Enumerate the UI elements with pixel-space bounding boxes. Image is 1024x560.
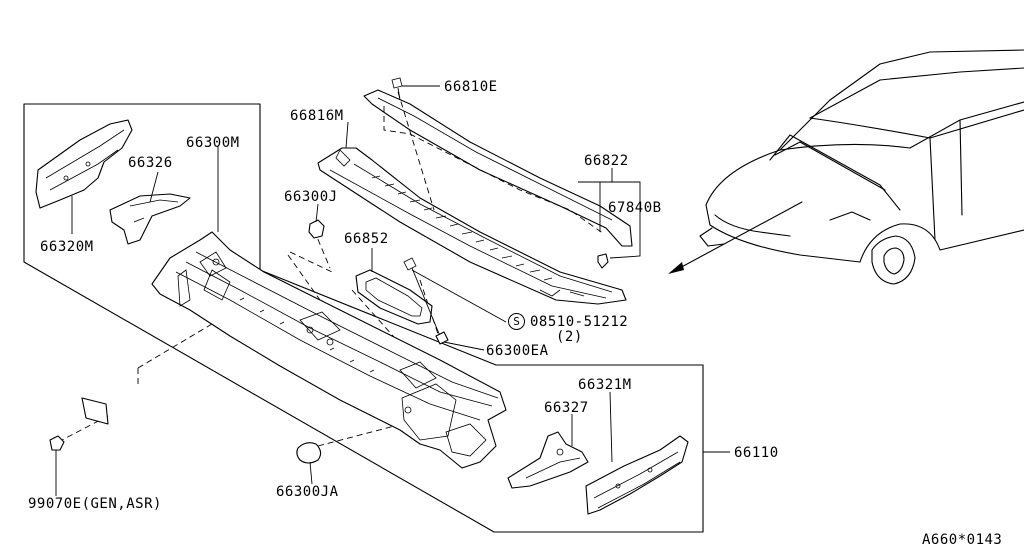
- label-66321M: 66321M: [578, 377, 632, 393]
- label-66326: 66326: [128, 155, 173, 171]
- label-66300EA: 66300EA: [486, 343, 549, 359]
- label-66822: 66822: [584, 153, 629, 169]
- location-arrow: [668, 201, 803, 274]
- leader-lines: [55, 85, 730, 496]
- label-qty-2: (2): [556, 329, 583, 345]
- side-bracket-66321M: [585, 435, 689, 515]
- bracket-66326: [109, 193, 191, 245]
- label-66300M: 66300M: [186, 135, 240, 151]
- label-66300J: 66300J: [284, 189, 338, 205]
- plug-66300JA: [296, 442, 322, 464]
- seal-66852: [355, 269, 433, 325]
- pad-99070E: [81, 397, 109, 425]
- label-66327: 66327: [544, 400, 589, 416]
- label-67840B: 67840B: [608, 200, 662, 216]
- screw-08510: [403, 257, 441, 337]
- label-66320M: 66320M: [40, 239, 94, 255]
- cowl-panel-66300M: [151, 231, 507, 469]
- label-66110: 66110: [734, 445, 779, 461]
- label-08510-51212: 08510-51212: [530, 314, 629, 330]
- nut-66300EA: [435, 331, 449, 345]
- clip-67840B: [597, 253, 609, 269]
- bracket-66327: [507, 431, 589, 489]
- car-illustration: [699, 49, 1024, 285]
- label-99070E: 99070E(GEN,ASR): [28, 496, 162, 512]
- clip-66300J: [308, 219, 325, 239]
- assembly-boundary: [23, 103, 704, 533]
- label-66300JA: 66300JA: [276, 484, 339, 500]
- side-bracket-66320M: [35, 119, 133, 209]
- diagram-code: A660*0143: [922, 532, 1003, 548]
- clip-99070E: [49, 435, 65, 451]
- label-66816M: 66816M: [290, 108, 344, 124]
- weatherstrip: [363, 89, 633, 247]
- label-66852: 66852: [344, 231, 389, 247]
- cowl-top-grille: [317, 147, 627, 305]
- label-66810E: 66810E: [444, 79, 498, 95]
- s-mark-symbol: S: [508, 313, 525, 330]
